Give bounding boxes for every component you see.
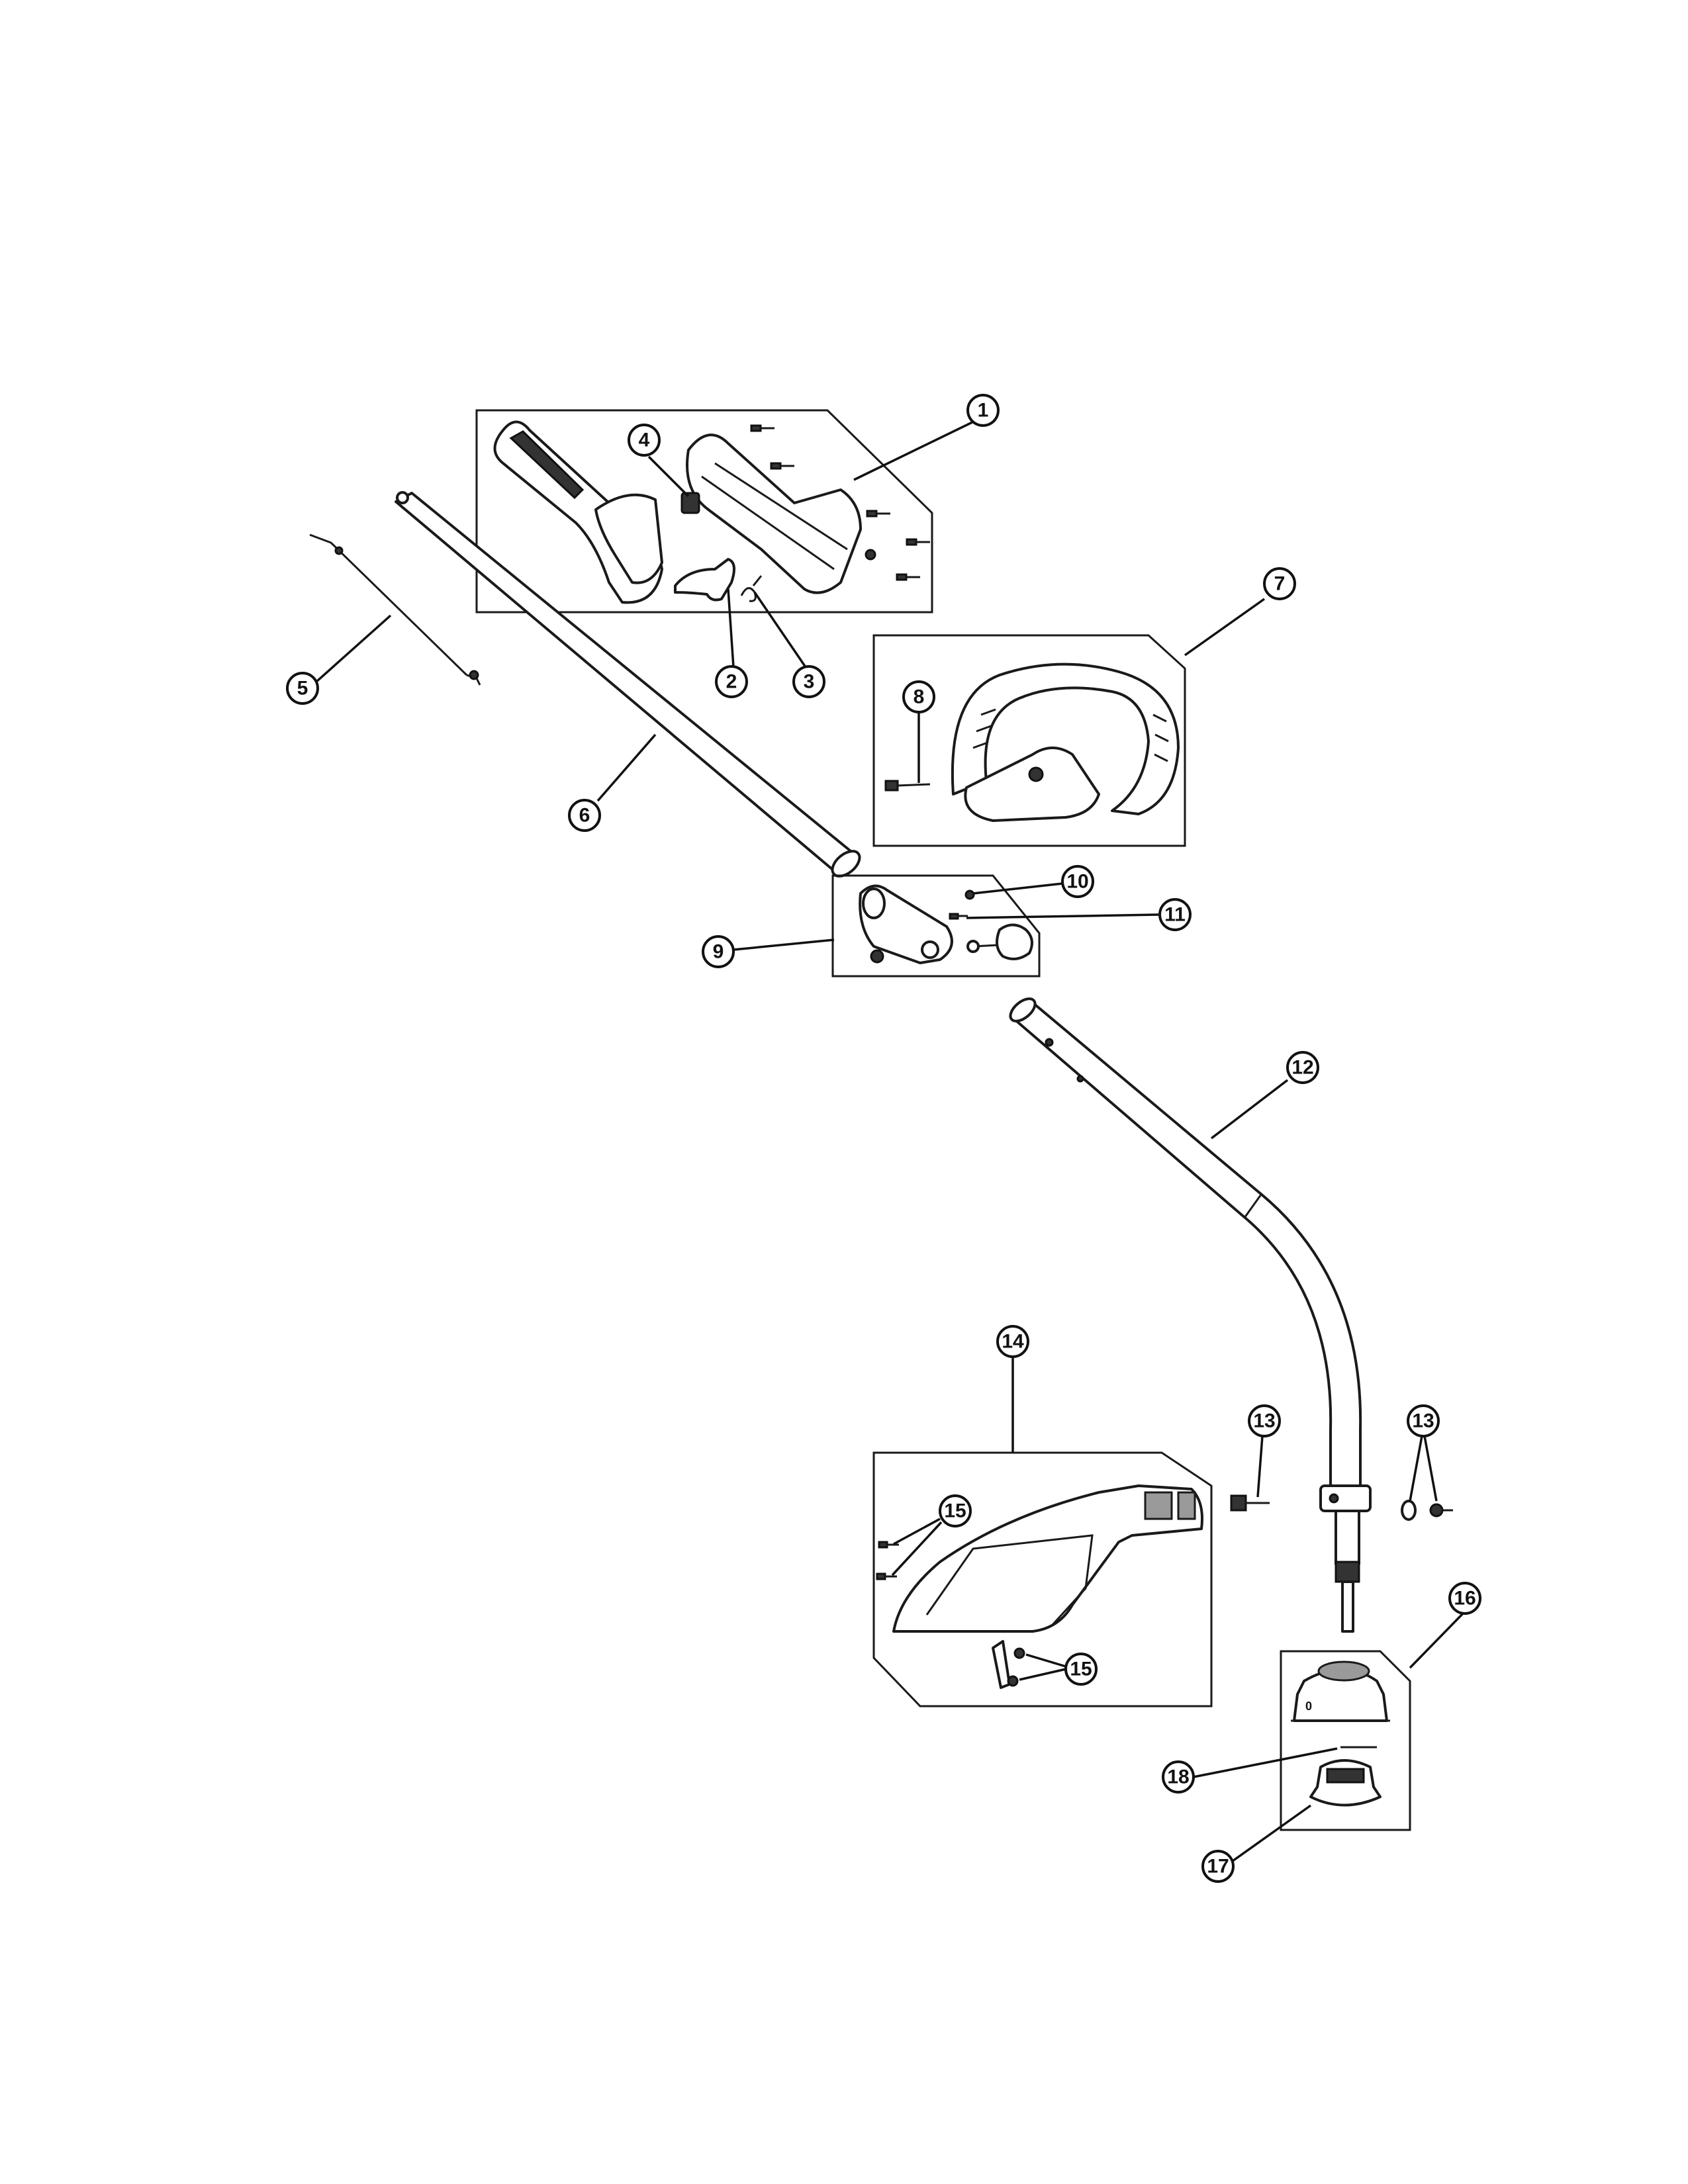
callout-17: 17 — [1201, 1850, 1235, 1883]
clamp-bolt-part — [1230, 1494, 1270, 1512]
assist-handle-ribs — [972, 708, 1169, 762]
callout-16: 16 — [1448, 1582, 1481, 1615]
callout-13-right-label: 13 — [1412, 1410, 1434, 1432]
svg-text:0: 0 — [1305, 1700, 1312, 1713]
knob-part — [996, 923, 1033, 960]
bolt-part — [884, 780, 931, 792]
guard-frame — [872, 1451, 1213, 1707]
callout-7-label: 7 — [1274, 573, 1286, 595]
callout-18: 18 — [1162, 1760, 1195, 1794]
callout-8-label: 8 — [914, 686, 925, 708]
assist-handle-clamp — [964, 747, 1100, 822]
callout-14: 14 — [996, 1325, 1029, 1358]
assist-handle-frame — [872, 634, 1186, 847]
callout-16-label: 16 — [1454, 1588, 1476, 1610]
callout-5-label: 5 — [297, 678, 308, 700]
callout-2-label: 2 — [726, 671, 737, 693]
callout-13-left-label: 13 — [1253, 1410, 1275, 1432]
callout-4: 4 — [628, 424, 661, 457]
callout-18-label: 18 — [1167, 1766, 1189, 1788]
callout-11: 11 — [1158, 898, 1192, 931]
trigger-part — [674, 558, 735, 602]
handle-housing-right-channel — [701, 462, 848, 570]
spool-group: 0 — [1280, 1650, 1411, 1831]
shaft-clamp — [1319, 1484, 1372, 1512]
guard-inner — [925, 1534, 1094, 1626]
callout-9: 9 — [702, 935, 735, 968]
handle-assembly-group — [475, 409, 933, 614]
line-cutter-blade — [992, 1640, 1011, 1689]
spool-frame — [1280, 1650, 1411, 1831]
coupler-group — [831, 874, 1041, 978]
callout-11-label: 11 — [1164, 904, 1186, 926]
callout-8: 8 — [902, 680, 935, 713]
callout-3: 3 — [792, 665, 825, 698]
assist-handle-group — [872, 634, 1186, 847]
callout-17-label: 17 — [1207, 1856, 1229, 1878]
callout-2: 2 — [715, 665, 748, 698]
cable-part — [309, 533, 481, 686]
callout-15-upper-label: 15 — [944, 1500, 966, 1522]
callout-1: 1 — [966, 394, 1000, 427]
switch-part — [680, 492, 700, 514]
callout-15-lower-label: 15 — [1070, 1659, 1092, 1680]
callout-10-label: 10 — [1066, 871, 1088, 893]
upper-shaft-part — [395, 491, 861, 878]
callout-15-upper: 15 — [939, 1494, 972, 1527]
callout-15-lower: 15 — [1064, 1653, 1098, 1686]
shaft-drive-end — [1335, 1510, 1360, 1565]
coupler-frame — [831, 874, 1041, 978]
leader-lines — [315, 419, 1464, 1862]
callout-12-label: 12 — [1291, 1057, 1313, 1079]
assist-handle-part — [951, 662, 1180, 815]
guard-part — [892, 1484, 1203, 1633]
callout-9-label: 9 — [713, 941, 724, 963]
callout-7: 7 — [1263, 567, 1296, 600]
callout-6-label: 6 — [579, 805, 590, 827]
callout-6: 6 — [568, 799, 601, 832]
handle-housing-left-cap — [594, 493, 663, 584]
callout-4-label: 4 — [639, 430, 650, 451]
handle-screws — [750, 424, 930, 581]
callout-3-label: 3 — [804, 671, 815, 693]
guard-group — [872, 1451, 1213, 1707]
callout-13-left: 13 — [1248, 1404, 1281, 1437]
handle-housing-left-grip — [509, 430, 585, 500]
lower-shaft-part — [1009, 997, 1372, 1633]
callout-14-label: 14 — [1002, 1331, 1024, 1353]
callout-10: 10 — [1061, 865, 1094, 898]
handle-assembly-frame — [475, 409, 933, 614]
guard-screws — [876, 1541, 1025, 1687]
washer-nut-part — [1401, 1500, 1453, 1521]
callout-12: 12 — [1286, 1051, 1319, 1084]
callout-5: 5 — [286, 672, 319, 705]
callout-13-right: 13 — [1407, 1404, 1440, 1437]
callout-1-label: 1 — [978, 400, 989, 422]
